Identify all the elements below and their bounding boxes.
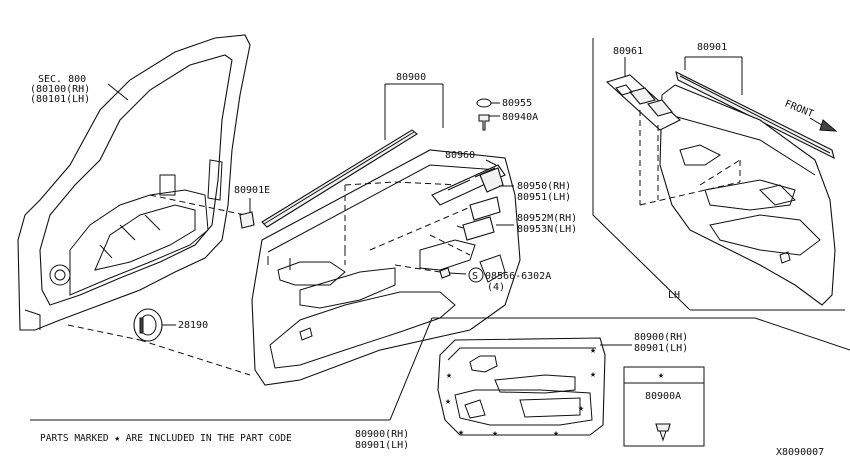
label-80961: 80961 xyxy=(613,46,643,57)
label-80900a: 80900A xyxy=(645,391,681,402)
lh-switch-80961 xyxy=(605,74,681,131)
star-icon: ★ xyxy=(578,403,584,414)
label-28190: 28190 xyxy=(178,320,208,331)
label-sec800: SEC. 800 xyxy=(38,74,86,85)
clip-80901e xyxy=(239,211,255,229)
star-icon: ★ xyxy=(590,345,596,356)
star-icon: ★ xyxy=(458,427,464,438)
door-trim-panel-drawing xyxy=(251,149,521,386)
label-80900: 80900 xyxy=(396,72,426,83)
star-icon: ★ xyxy=(492,428,498,439)
star-icon: ★ xyxy=(445,396,451,407)
power-window-switch-drawing xyxy=(431,98,506,241)
inset-star-markers: ★ ★ ★ ★ ★ ★ ★ ★ xyxy=(445,345,596,439)
label-screw-qty: (4) xyxy=(487,282,505,293)
lh-door-panel-drawing xyxy=(659,84,836,306)
parts-note: PARTS MARKED ★ ARE INCLUDED IN THE PART … xyxy=(40,433,292,444)
label-sec800-lh: (80101(LH) xyxy=(30,94,90,105)
label-80951: 80951(LH) xyxy=(517,192,571,203)
clip-box xyxy=(623,366,705,447)
star-icon: ★ xyxy=(553,428,559,439)
note-lh: 80901(LH) xyxy=(355,440,409,451)
inset-frame-top xyxy=(432,317,850,351)
door-frame-drawing xyxy=(17,34,251,331)
clip-80900a xyxy=(655,423,671,442)
star-icon: ★ xyxy=(590,369,596,380)
label-80901e: 80901E xyxy=(234,185,270,196)
label-screw: 08566-6302A xyxy=(485,271,551,282)
speaker-28190 xyxy=(133,308,163,342)
screw-drawing xyxy=(439,267,467,279)
diagram-code: X8090007 xyxy=(776,447,824,458)
lh-divider-line xyxy=(592,38,691,311)
star-box-header: ★ xyxy=(658,370,664,381)
inset-door-panel-drawing xyxy=(437,337,606,436)
label-sec800-rh: (80100(RH) xyxy=(30,84,90,95)
screw-symbol: S xyxy=(472,271,478,282)
label-80940a: 80940A xyxy=(502,112,538,123)
label-80960: 80960 xyxy=(445,150,475,161)
screw-circle-s-icon xyxy=(468,267,484,283)
label-80950: 80950(RH) xyxy=(517,181,571,192)
label-front: FRONT xyxy=(783,99,815,120)
star-icon: ★ xyxy=(446,370,452,381)
label-80952m: 80952M(RH) xyxy=(517,213,577,224)
label-lh: LH xyxy=(668,290,680,301)
label-inset-lh: 80901(LH) xyxy=(634,343,688,354)
label-80901: 80901 xyxy=(697,42,727,53)
note-rh: 80900(RH) xyxy=(355,429,409,440)
label-inset-rh: 80900(RH) xyxy=(634,332,688,343)
label-80953n: 80953N(LH) xyxy=(517,224,577,235)
label-80955: 80955 xyxy=(502,98,532,109)
